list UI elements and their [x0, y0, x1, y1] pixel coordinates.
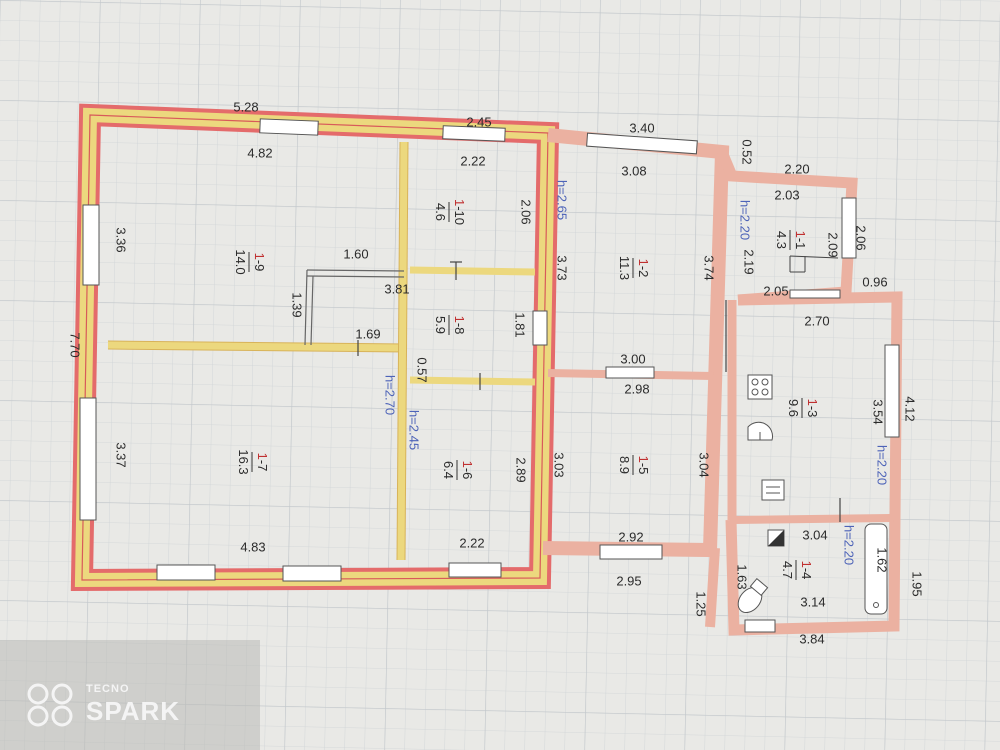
dimension-label: 2.89 — [514, 457, 529, 482]
room-1-6-label: 1-6 6.4 — [441, 460, 475, 480]
dimension-label: 2.95 — [616, 573, 641, 588]
dimension-label: 1.62 — [875, 547, 890, 572]
dimension-label: 2.09 — [826, 232, 841, 257]
door-marks — [357, 261, 841, 522]
dimension-label: 2.98 — [624, 381, 649, 396]
dimension-label: 2.70 — [804, 313, 829, 328]
room-area: 11.3 — [617, 256, 632, 280]
dimension-label: 4.83 — [240, 539, 265, 554]
windows-main — [79, 118, 548, 582]
bathtub — [864, 523, 888, 615]
watermark-brand-small: TECNO — [86, 683, 130, 695]
height-mark: h=2.45 — [407, 410, 422, 450]
room-1-2-label: 1-2 11.3 — [617, 256, 651, 280]
height-mark: h=2.20 — [842, 525, 857, 565]
room-id: 1-5 — [636, 456, 651, 475]
dimension-label: 3.08 — [621, 163, 646, 178]
dimension-label: 2.20 — [784, 161, 809, 176]
windows-annex — [586, 132, 900, 633]
room-1-8-label: 1-8 5.9 — [433, 315, 467, 335]
dimension-label: 3.03 — [552, 452, 567, 477]
dimension-label: 2.92 — [618, 529, 643, 544]
dimension-label: 0.57 — [415, 357, 430, 382]
dimension-label: 3.14 — [800, 594, 825, 609]
room-id: 1-3 — [805, 399, 820, 418]
dimension-label: 3.74 — [702, 255, 717, 280]
room-area: 4.7 — [780, 561, 795, 579]
dimension-label: 3.84 — [799, 631, 824, 646]
dimension-label: 3.04 — [697, 452, 712, 477]
room-1-5-label: 1-5 8.9 — [617, 455, 651, 475]
dimension-label: 2.05 — [763, 283, 788, 298]
dimension-label: 4.82 — [247, 145, 272, 160]
watermark-logo — [25, 680, 205, 730]
room-id: 1-8 — [452, 316, 467, 335]
wash-basin — [761, 479, 785, 501]
room-id: 1-9 — [252, 253, 267, 272]
room-area: 6.4 — [441, 461, 456, 479]
room-area: 8.9 — [617, 456, 632, 474]
plan-labels: 5.28 2.45 3.40 0.52 2.20 4.82 2.22 3.08 2.03 3.36… — [68, 99, 925, 646]
height-mark: h=2.20 — [738, 200, 753, 240]
height-mark: h=2.20 — [875, 445, 890, 485]
room-1-3-label: 1-3 9.6 — [786, 398, 820, 418]
dimension-label: 2.45 — [466, 114, 491, 129]
room-id: 1-6 — [460, 461, 475, 480]
room-1-7-label: 1-7 16.3 — [236, 449, 270, 474]
dimension-label: 2.03 — [774, 187, 799, 202]
height-mark: h=2.65 — [555, 180, 570, 220]
dimension-label: 1.60 — [343, 246, 368, 261]
stove — [747, 374, 773, 400]
dimension-label: 5.28 — [233, 99, 258, 114]
dimension-label: 3.40 — [629, 120, 654, 135]
watermark-brand-big: SPARK — [86, 696, 181, 726]
dimension-label: 3.36 — [114, 227, 129, 252]
room-id: 1-7 — [255, 453, 270, 472]
room-id: 1-10 — [452, 199, 467, 225]
dimension-label: 1.69 — [355, 326, 380, 341]
dimension-label: 4.12 — [903, 396, 918, 421]
dimension-label: 3.04 — [802, 527, 827, 542]
room-id: 1-2 — [636, 259, 651, 278]
dimension-label: 2.06 — [854, 225, 869, 250]
room-area: 4.3 — [774, 231, 789, 249]
dimension-label: 2.19 — [742, 249, 757, 274]
dimension-label: 2.22 — [460, 153, 485, 168]
dimension-label: 0.52 — [740, 139, 755, 164]
dimension-label: 1.25 — [694, 591, 709, 616]
dimension-label: 3.37 — [114, 442, 129, 467]
room-1-4-label: 1-4 4.7 — [780, 560, 814, 580]
room-area: 16.3 — [236, 449, 251, 474]
room-area: 4.6 — [433, 203, 448, 221]
dimension-label: 3.54 — [871, 399, 886, 424]
dimension-label: 3.81 — [384, 281, 409, 296]
stair — [789, 255, 839, 273]
logo-icon — [27, 683, 73, 727]
sink — [747, 421, 773, 441]
dimension-label: 3.73 — [555, 255, 570, 280]
room-1-1-label: 1-1 4.3 — [774, 230, 808, 250]
room-id: 1-1 — [793, 231, 808, 250]
room-1-10-label: 1-10 4.6 — [433, 199, 467, 225]
room-area: 14.0 — [233, 249, 248, 274]
dimension-label: 0.96 — [862, 274, 887, 289]
room-id: 1-4 — [799, 561, 814, 580]
room-area: 5.9 — [433, 316, 448, 334]
dimension-label: 1.81 — [513, 312, 528, 337]
dimension-label: 7.70 — [68, 332, 83, 357]
dimension-label: 1.63 — [735, 564, 750, 589]
boiler — [767, 529, 785, 547]
dimension-label: 2.22 — [459, 535, 484, 550]
dimension-label: 1.95 — [910, 571, 925, 596]
height-mark: h=2.70 — [383, 375, 398, 415]
room-area: 9.6 — [786, 399, 801, 417]
toilet — [737, 577, 769, 614]
dimension-label: 3.00 — [620, 351, 645, 366]
dimension-label: 2.06 — [519, 199, 534, 224]
photo-shadow — [0, 640, 260, 750]
dimension-label: 1.39 — [290, 292, 305, 317]
room-1-9-label: 1-9 14.0 — [233, 249, 267, 274]
